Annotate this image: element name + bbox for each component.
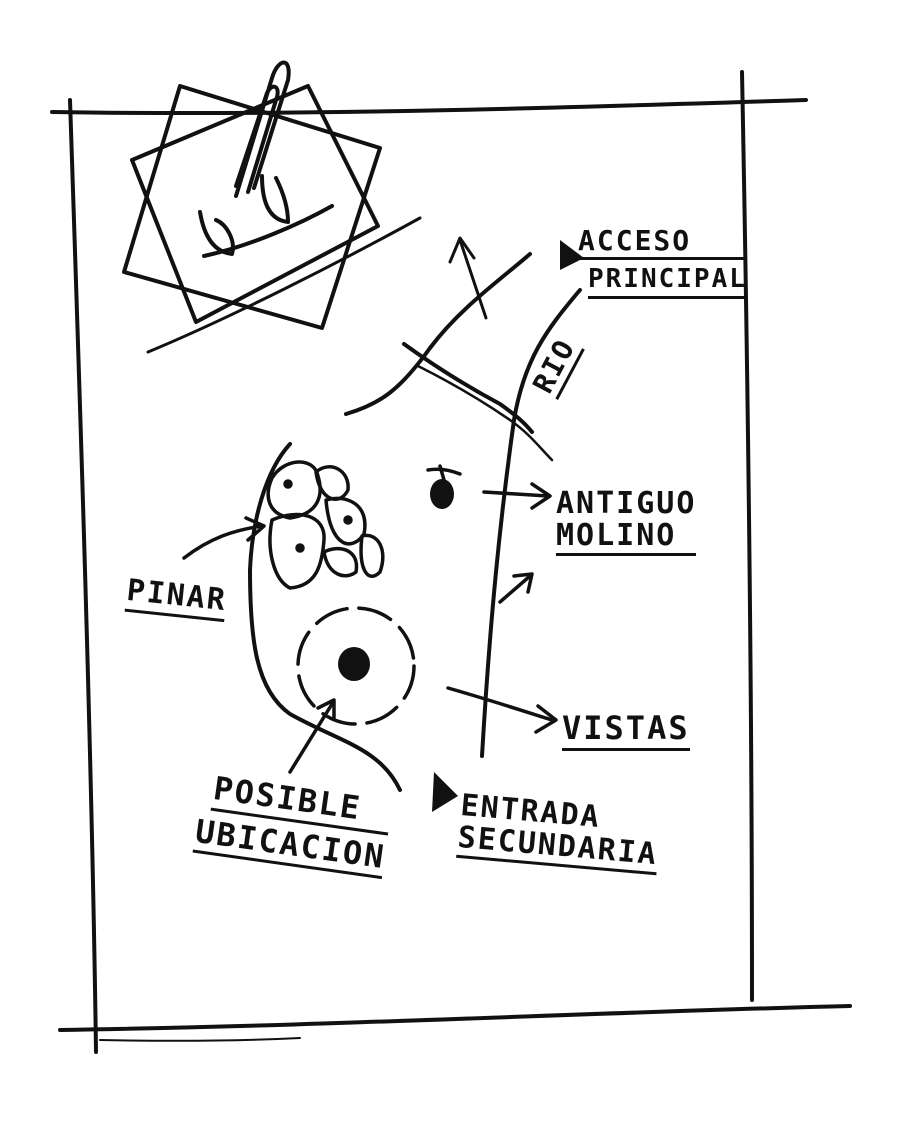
view-arrow-small: [498, 572, 534, 604]
vistas-arrow: [446, 686, 558, 734]
photo-icon: [122, 84, 422, 354]
wood-boundary: [248, 442, 402, 792]
site-path: [480, 288, 582, 758]
pine-wood-icon: [266, 460, 385, 590]
paperclip-icon: [234, 60, 291, 198]
label-acceso-line1: ACCESO: [578, 226, 747, 261]
triangle-marker-icon: [432, 772, 458, 812]
river-line-2: [416, 364, 554, 462]
label-vistas-text: VISTAS: [562, 711, 690, 751]
river-line: [402, 342, 534, 434]
location-marker-icon: [296, 606, 416, 726]
north-arrow-icon: [448, 236, 488, 320]
windmill-icon: [426, 464, 462, 509]
ubicacion-arrow: [288, 698, 336, 774]
pinar-arrow: [182, 516, 266, 560]
label-antiguo-molino: ANTIGUO MOLINO: [556, 486, 697, 562]
label-molino-line1: ANTIGUO: [556, 486, 697, 521]
label-acceso-principal: ACCESO PRINCIPAL: [578, 226, 747, 305]
sheet-frame: [50, 70, 852, 1054]
triangle-marker-icon: [560, 240, 584, 270]
label-pinar-text: PINAR: [124, 573, 228, 622]
label-molino-line2: MOLINO: [556, 519, 697, 556]
main-road: [344, 252, 532, 416]
molino-arrow: [482, 482, 552, 510]
label-vistas: VISTAS: [562, 711, 690, 757]
label-acceso-line2: PRINCIPAL: [588, 266, 747, 299]
